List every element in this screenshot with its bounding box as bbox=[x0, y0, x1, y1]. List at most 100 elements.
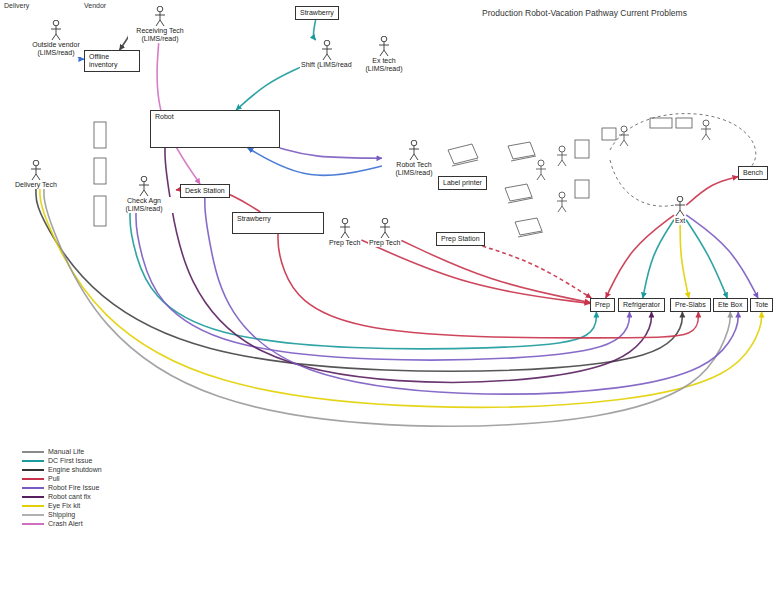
actor-name: Receiving Tech (LIMS/read) bbox=[128, 27, 192, 43]
flow-arrow bbox=[248, 148, 382, 175]
legend-text: Shipping bbox=[48, 511, 75, 518]
box-label: Ete Box bbox=[718, 301, 743, 309]
actor-figure: Shift (LIMS/read) bbox=[300, 40, 355, 69]
box-label: Refrigerator bbox=[623, 301, 660, 309]
actor-figure: Receiving Tech (LIMS/read) bbox=[128, 6, 192, 43]
process-box: Desk Station bbox=[180, 184, 230, 198]
legend-sample bbox=[22, 476, 44, 482]
legend-sample bbox=[22, 485, 44, 491]
small-box bbox=[94, 196, 106, 226]
box-label: Robot bbox=[155, 113, 275, 121]
legend-text: Engine shutdown bbox=[48, 466, 102, 473]
legend-entry: Manual Life bbox=[22, 448, 84, 455]
actor-figure: Ext bbox=[674, 196, 686, 225]
small-box bbox=[94, 122, 106, 148]
stick-figure bbox=[378, 36, 390, 57]
flow-arrow bbox=[643, 220, 674, 298]
flow-arrow bbox=[176, 188, 260, 212]
stick-figure bbox=[138, 176, 150, 197]
flow-arrow bbox=[280, 148, 382, 158]
flow-arrow bbox=[205, 198, 738, 394]
legend-sample bbox=[22, 449, 44, 455]
flow-arrow bbox=[40, 189, 762, 407]
stick-figure bbox=[619, 126, 629, 146]
legend-text: DC First Issue bbox=[48, 457, 92, 464]
flow-arrow bbox=[401, 240, 590, 302]
flow-arrow bbox=[686, 177, 738, 206]
stick-figure bbox=[154, 6, 166, 27]
process-box: Tote bbox=[750, 298, 773, 312]
process-box: Strawberry bbox=[295, 6, 339, 20]
note-label: Delivery bbox=[4, 2, 29, 9]
actor-figure: Outside vendor (LIMS/read) bbox=[24, 20, 88, 57]
flow-arrow bbox=[36, 189, 682, 371]
actor-name: Check Agn (LIMS/read) bbox=[112, 197, 176, 213]
process-box: Strawberry bbox=[232, 212, 324, 234]
process-box: Label printer bbox=[438, 176, 487, 190]
legend-sample bbox=[22, 458, 44, 464]
process-box: Refrigerator bbox=[618, 298, 665, 312]
stick-figure bbox=[321, 40, 333, 61]
box-label: Strawberry bbox=[300, 9, 334, 17]
flow-arrow bbox=[686, 220, 727, 298]
small-box bbox=[575, 180, 589, 198]
actor-figure: Check Agn (LIMS/read) bbox=[112, 176, 176, 213]
stick-figure bbox=[408, 140, 420, 161]
process-box: Prep bbox=[590, 298, 615, 312]
legend-sample bbox=[22, 512, 44, 518]
actor-name: Delivery Tech bbox=[14, 181, 58, 189]
small-box bbox=[94, 158, 106, 184]
box-label: Pre-Slabs bbox=[675, 301, 706, 309]
small-box bbox=[676, 118, 692, 128]
legend-sample bbox=[22, 521, 44, 527]
dashed-loop bbox=[610, 160, 675, 206]
box-label: Prep Station bbox=[441, 235, 480, 243]
actor-name: Prep Tech bbox=[368, 239, 401, 247]
legend-entry: DC First Issue bbox=[22, 457, 92, 464]
process-box: Ete Box bbox=[713, 298, 748, 312]
dashed-loop bbox=[610, 114, 756, 170]
laptop-sketch bbox=[505, 184, 533, 203]
flow-arrow bbox=[606, 215, 674, 298]
flow-arrow bbox=[314, 20, 316, 40]
actor-name: Prep Tech bbox=[328, 239, 361, 247]
legend-text: Manual Life bbox=[48, 448, 84, 455]
stick-figure bbox=[674, 196, 686, 217]
flow-arrow bbox=[680, 225, 689, 298]
legend-text: Robot Fire Issue bbox=[48, 484, 99, 491]
legend-text: Crash Alert bbox=[48, 520, 83, 527]
process-box: Robot bbox=[150, 110, 280, 148]
stick-figure bbox=[557, 192, 567, 212]
legend-entry: Engine shutdown bbox=[22, 466, 102, 473]
stick-figure bbox=[557, 146, 567, 166]
flow-arrow bbox=[44, 189, 730, 426]
actor-name: Outside vendor (LIMS/read) bbox=[24, 41, 88, 57]
actor-figure: Ex tech (LIMS/read) bbox=[352, 36, 416, 73]
stick-figure bbox=[701, 120, 711, 140]
stick-figure bbox=[339, 218, 351, 239]
small-box bbox=[650, 118, 672, 128]
box-label: Strawberry bbox=[237, 215, 319, 223]
box-label: Tote bbox=[755, 301, 768, 309]
small-box bbox=[575, 140, 589, 158]
legend-sample bbox=[22, 494, 44, 500]
flow-arrow bbox=[482, 246, 591, 298]
laptop-sketch bbox=[508, 142, 536, 161]
flow-arrow bbox=[361, 240, 590, 303]
box-label: Offline inventory bbox=[89, 53, 135, 69]
stick-figure bbox=[379, 218, 391, 239]
diagram-title: Production Robot-Vacation Pathway Curren… bbox=[482, 8, 687, 18]
stick-figure bbox=[30, 160, 42, 181]
legend-text: Robot cant fix bbox=[48, 493, 91, 500]
flow-arrow bbox=[165, 148, 651, 382]
legend-entry: Eye Fix kit bbox=[22, 502, 80, 509]
legend-text: Eye Fix kit bbox=[48, 502, 80, 509]
actor-name: Ext bbox=[674, 217, 686, 225]
process-box: Offline inventory bbox=[84, 50, 140, 72]
legend-entry: Pull bbox=[22, 475, 60, 482]
legend-entry: Robot cant fix bbox=[22, 493, 91, 500]
legend-entry: Crash Alert bbox=[22, 520, 83, 527]
laptop-sketch bbox=[448, 144, 478, 166]
stick-figure bbox=[536, 160, 546, 180]
actor-name: Shift (LIMS/read) bbox=[300, 61, 355, 69]
